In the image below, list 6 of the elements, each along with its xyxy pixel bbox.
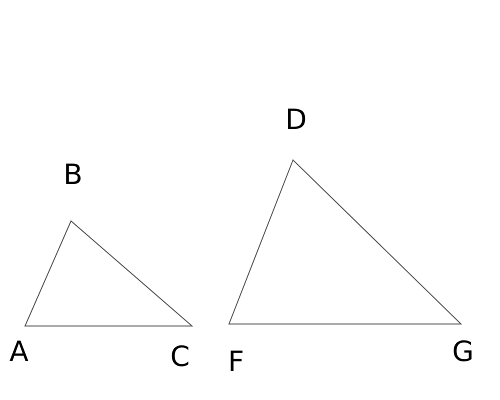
vertex-label: B (63, 161, 83, 189)
vertex-label: C (170, 343, 190, 371)
vertex-label: D (285, 106, 307, 134)
vertex-label: G (452, 338, 474, 366)
vertex-label: F (228, 348, 244, 376)
vertex-label: A (9, 338, 29, 366)
